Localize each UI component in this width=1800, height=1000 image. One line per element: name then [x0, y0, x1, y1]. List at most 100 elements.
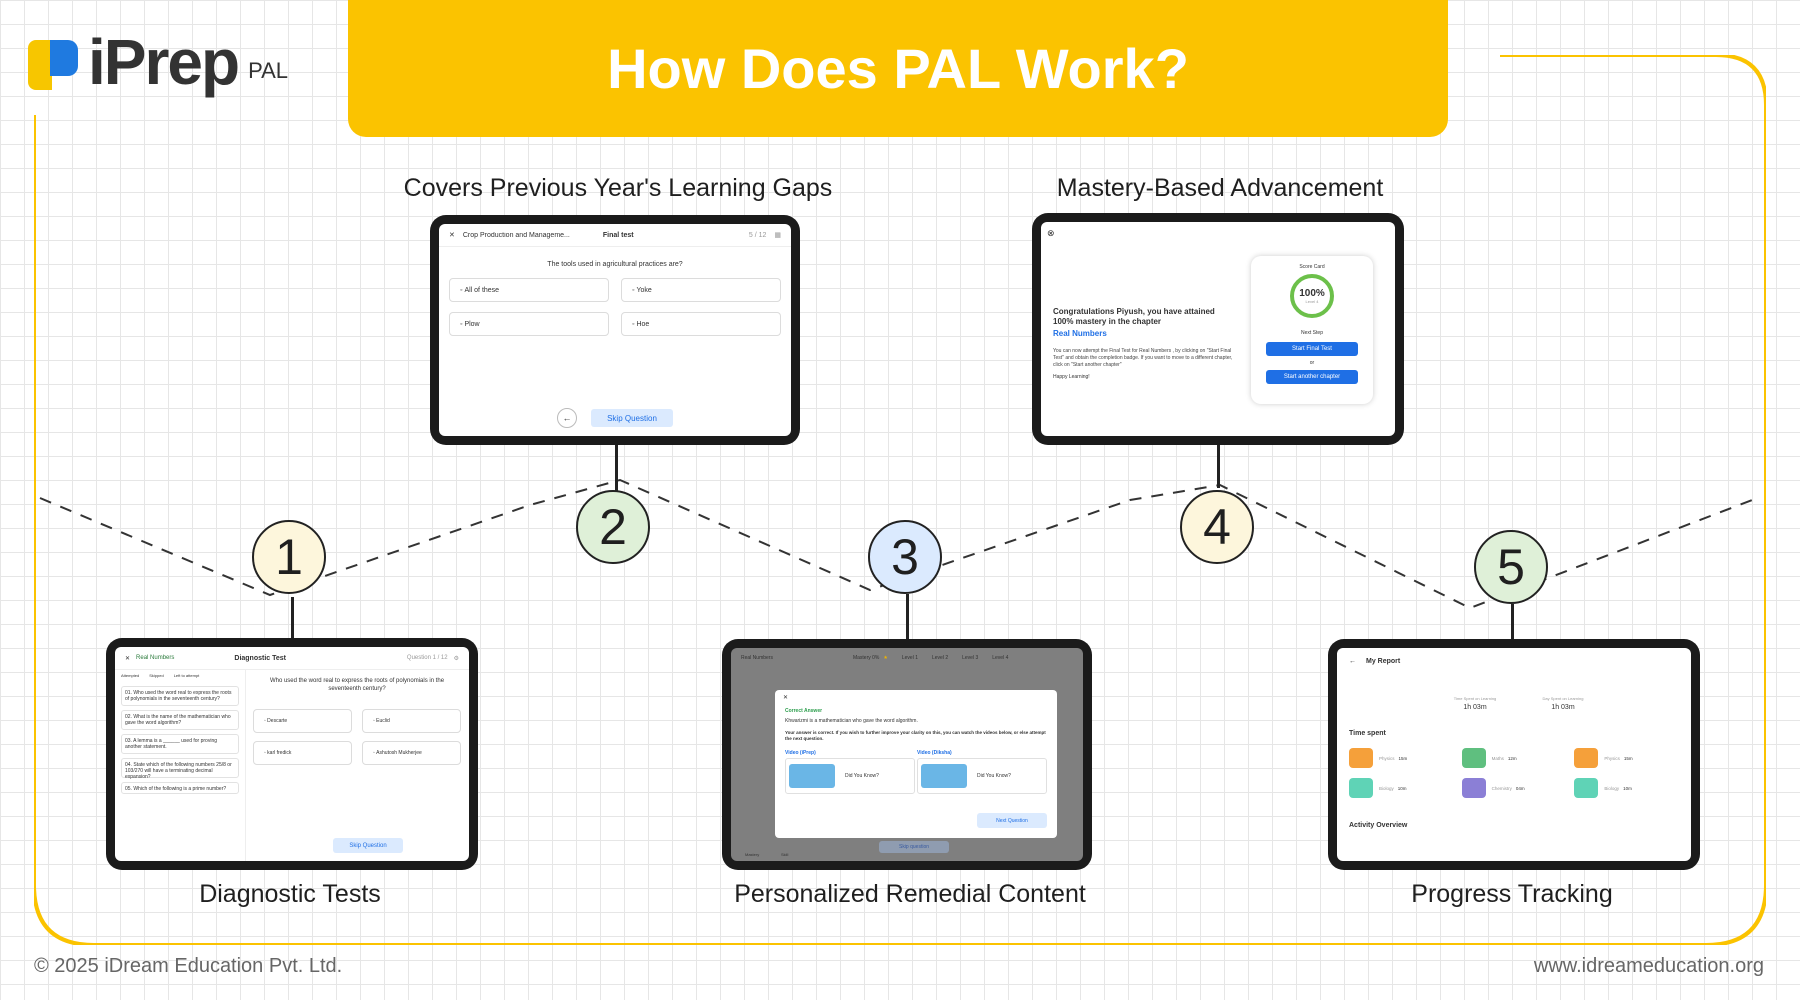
- legend: Attempted Skipped Left to attempt: [115, 669, 245, 682]
- tablet-final-test: ✕ Crop Production and Manageme... Final …: [430, 215, 800, 445]
- website-link[interactable]: www.idreameducation.org: [1533, 955, 1764, 977]
- list-item[interactable]: 04. State which of the following numbers…: [121, 758, 239, 780]
- subject-time: 15m: [1398, 755, 1408, 761]
- score-card-title: Score Card: [1299, 264, 1325, 270]
- option-b[interactable]: ◦ Yoke: [621, 278, 781, 302]
- video-thumbnail: [789, 764, 835, 788]
- step-3-label: Personalized Remedial Content: [734, 880, 1086, 908]
- subject-icon: [1349, 778, 1373, 798]
- level-2: Level 2: [931, 655, 949, 661]
- activity-overview-heading: Activity Overview: [1349, 822, 1408, 829]
- step-2-number: 2: [599, 499, 627, 555]
- tablet-diagnostic: ✕ Real Numbers Diagnostic Test Question …: [106, 638, 478, 870]
- stat-learning-days: Day Spent on Learning 1h 03m: [1523, 696, 1603, 711]
- option-c[interactable]: ◦ Plow: [449, 312, 609, 336]
- subject-icon: [1461, 778, 1486, 798]
- option-a[interactable]: ◦ All of these: [449, 278, 609, 302]
- question-text: Who used the word real to express the ro…: [269, 678, 445, 692]
- video-thumbnail: [921, 764, 967, 788]
- or-text: or: [1309, 360, 1315, 366]
- remedial-screen: Real Numbers Mastery 0% ★ Level 1 Level …: [731, 648, 1083, 861]
- option-d[interactable]: ◦ Hoe: [621, 312, 781, 336]
- score-value: 100%: [1299, 288, 1325, 299]
- score-card: Score Card 100% Level 4 Next Step Start …: [1251, 256, 1373, 404]
- test-title: Final test: [602, 231, 634, 239]
- option-c-label: Plow: [464, 320, 480, 328]
- step-3-circle: 3: [868, 520, 942, 594]
- question-counter: 5 / 12: [748, 231, 767, 239]
- list-item[interactable]: 03. A lemma is a ______ used for proving…: [121, 734, 239, 754]
- video-card-a-text: Did You Know?: [845, 773, 879, 779]
- chapter-name: Real Numbers: [741, 655, 773, 661]
- logo-subtext: PAL: [248, 58, 289, 83]
- answer-popup: ✕ Correct Answer Khwarizmi is a mathemat…: [775, 690, 1057, 838]
- stat-2-value: 1h 03m: [1551, 704, 1575, 711]
- close-icon[interactable]: ✕: [783, 695, 789, 701]
- back-arrow-icon[interactable]: ←: [557, 408, 577, 428]
- stat-2-label: Day Spent on Learning: [1542, 696, 1584, 701]
- close-icon[interactable]: ✕: [449, 232, 455, 239]
- mastery-label: Mastery 0%: [852, 655, 880, 661]
- step-2-circle: 2: [576, 490, 650, 564]
- mastery-chapter: Real Numbers: [1053, 329, 1107, 338]
- subject-name: Biology: [1379, 785, 1394, 791]
- option-d-label: Hoe: [636, 320, 650, 328]
- step-3-stem: [906, 594, 909, 641]
- final-test-screen: ✕ Crop Production and Manageme... Final …: [439, 224, 791, 436]
- settings-icon[interactable]: ⚙: [453, 655, 459, 662]
- list-item[interactable]: 01. Who used the word real to express th…: [121, 686, 239, 706]
- option-a[interactable]: ◦ Descarte: [253, 709, 352, 733]
- start-another-chapter-button[interactable]: Start another chapter: [1266, 370, 1358, 384]
- subject-time: 10m: [1397, 785, 1407, 791]
- diagnostic-screen: ✕ Real Numbers Diagnostic Test Question …: [115, 647, 469, 861]
- step-4-number: 4: [1203, 499, 1231, 555]
- option-b[interactable]: ◦ Euclid: [362, 709, 461, 733]
- back-arrow-icon[interactable]: ←: [1349, 657, 1356, 665]
- question-list: Attempted Skipped Left to attempt 01. Wh…: [115, 669, 246, 861]
- diagnostic-topbar: ✕ Real Numbers Diagnostic Test Question …: [115, 647, 469, 670]
- stat-learning-time: Time Spent on Learning 1h 03m: [1435, 696, 1515, 711]
- close-icon[interactable]: ✕: [125, 655, 131, 662]
- close-circle-icon[interactable]: ⊗: [1047, 228, 1055, 238]
- video-card-a[interactable]: Did You Know?: [785, 758, 915, 794]
- next-step-label: Next Step: [1301, 330, 1323, 336]
- next-question-button[interactable]: Next Question: [977, 813, 1047, 828]
- skip-question-button[interactable]: Skip question: [879, 841, 949, 853]
- option-d[interactable]: ◦ Ashutosh Mukherjee: [362, 741, 461, 765]
- chapter-name: Crop Production and Manageme...: [462, 231, 570, 239]
- skill-tab[interactable]: Skill: [781, 852, 789, 857]
- legend-attempted: Attempted: [121, 673, 140, 678]
- option-c[interactable]: ◦ karl fredick: [253, 741, 352, 765]
- page-title: How Does PAL Work?: [607, 37, 1189, 100]
- popup-answer: Khwarizmi is a mathematician who gave th…: [785, 718, 918, 724]
- step-4-circle: 4: [1180, 490, 1254, 564]
- final-test-topbar: ✕ Crop Production and Manageme... Final …: [439, 224, 791, 247]
- list-item[interactable]: 05. Which of the following is a prime nu…: [121, 782, 239, 794]
- mastery-tab[interactable]: Mastery: [745, 852, 760, 857]
- skip-question-button[interactable]: Skip Question: [333, 838, 403, 853]
- option-a-label: All of these: [464, 286, 500, 294]
- step-3-number: 3: [891, 529, 919, 585]
- option-a-label: Descarte: [267, 718, 288, 724]
- start-final-test-button[interactable]: Start Final Test: [1266, 342, 1358, 356]
- legend-left: Left to attempt: [173, 673, 200, 678]
- option-c-label: karl fredick: [267, 750, 292, 756]
- step-2-label: Covers Previous Year's Learning Gaps: [403, 174, 833, 202]
- question-text: The tools used in agricultural practices…: [547, 261, 683, 268]
- subject-name: Chemistry: [1491, 785, 1512, 791]
- list-item[interactable]: 02. What is the name of the mathematicia…: [121, 710, 239, 730]
- subject-name: Maths: [1491, 755, 1504, 761]
- subject-time: 10m: [1623, 785, 1632, 791]
- subject-name: Physics: [1379, 755, 1395, 761]
- video-card-b[interactable]: Did You Know?: [917, 758, 1047, 794]
- stat-1-label: Time Spent on Learning: [1453, 696, 1497, 701]
- level-1: Level 1: [901, 655, 918, 661]
- skip-question-button[interactable]: Skip Question: [591, 409, 673, 427]
- step-4-label: Mastery-Based Advancement: [1056, 174, 1384, 202]
- grid-icon[interactable]: ▦: [774, 232, 781, 239]
